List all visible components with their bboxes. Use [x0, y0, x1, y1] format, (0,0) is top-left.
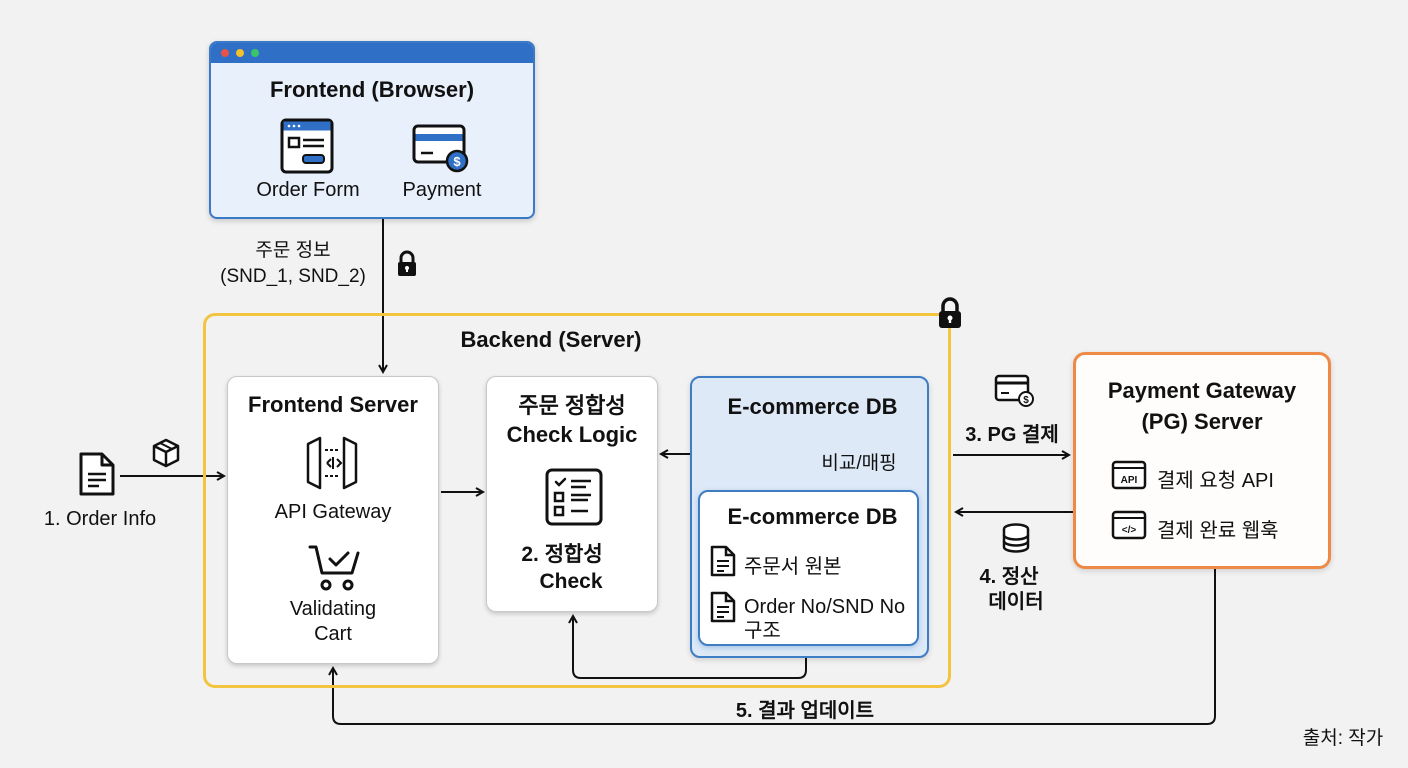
order-info-data-label: 주문 정보 (SND_1, SND_2)	[208, 238, 378, 290]
window-minimize-dot	[236, 49, 244, 57]
compare-mapping-label: 비교/매핑	[821, 453, 897, 474]
api-gateway-icon	[306, 436, 358, 490]
pg-server-title: Payment Gateway (PG) Server	[1076, 375, 1328, 437]
order-snd-structure-line1: Order No/SND No	[744, 596, 906, 618]
browser-title-bar	[211, 43, 533, 63]
svg-text:$: $	[453, 154, 461, 169]
settlement-data-label: 4. 정산 데이터	[964, 565, 1054, 615]
settlement-data-label-line2: 데이터	[988, 591, 1044, 613]
code-window-icon: </>	[1111, 510, 1147, 540]
order-info-label: 1. Order Info	[43, 508, 157, 530]
check-logic-title-line2: Check Logic	[506, 422, 638, 447]
validating-cart-label-line2: Cart	[314, 623, 352, 645]
frontend-browser-window: Frontend (Browser) $ Order Form Payment	[209, 41, 535, 219]
svg-text:API: API	[1121, 475, 1138, 486]
integrity-check-step-line1: 2. 정합성	[521, 543, 603, 566]
backend-lock-icon	[939, 297, 961, 328]
svg-text:</>: </>	[1122, 525, 1137, 536]
payment-complete-webhook-label: 결제 완료 웹훅	[1157, 520, 1279, 542]
check-logic-title-line1: 주문 정합성	[518, 393, 626, 418]
order-form-label: Order Form	[256, 179, 360, 201]
frontend-server-title: Frontend Server	[248, 392, 418, 417]
ecommerce-db-inner-title: E-commerce DB	[727, 504, 898, 529]
ecommerce-db-outer-title: E-commerce DB	[727, 394, 898, 419]
api-window-icon: API	[1111, 460, 1147, 490]
order-form-icon	[280, 118, 334, 174]
payment-card-icon: $	[994, 374, 1034, 407]
integrity-check-step-line2: Check	[539, 570, 603, 593]
window-close-dot	[221, 49, 229, 57]
result-update-label: 5. 결과 업데이트	[735, 700, 875, 722]
pg-payment-label: 3. PG 결제	[965, 424, 1059, 446]
validating-cart-icon	[308, 545, 360, 591]
settlement-data-label-line1: 4. 정산	[979, 566, 1039, 588]
ecommerce-db-inner: E-commerce DB 주문서 원본 Order No/SND No 구조	[698, 490, 919, 646]
check-logic-card: 주문 정합성 Check Logic 2. 정합성 Check	[486, 376, 658, 612]
order-snd-structure-label: Order No/SND No 구조	[744, 595, 905, 643]
svg-text:$: $	[1023, 395, 1029, 406]
pg-server-card: Payment Gateway (PG) Server API 결제 요청 AP…	[1073, 352, 1331, 569]
order-info-data-label-line2: (SND_1, SND_2)	[220, 266, 366, 287]
order-snd-structure-line2: 구조	[744, 620, 781, 642]
package-icon	[152, 438, 180, 468]
pg-server-title-line2: (PG) Server	[1141, 409, 1263, 434]
window-maximize-dot	[251, 49, 259, 57]
document-icon	[79, 452, 115, 496]
browser-title: Frontend (Browser)	[269, 77, 475, 102]
backend-server-container	[203, 313, 951, 688]
check-logic-title: 주문 정합성 Check Logic	[487, 391, 657, 449]
source-credit: 출처: 작가	[1302, 728, 1384, 749]
frontend-server-card: Frontend Server API Gateway Validating C…	[227, 376, 439, 664]
document-icon	[710, 545, 736, 577]
order-info-data-label-line1: 주문 정보	[255, 240, 331, 261]
payment-card-icon: $	[412, 124, 469, 173]
payment-label: Payment	[402, 179, 482, 201]
lock-icon	[398, 250, 416, 276]
integrity-check-step: 2. 정합성 Check	[487, 541, 637, 595]
order-original-label: 주문서 원본	[744, 556, 842, 578]
backend-title: Backend (Server)	[460, 327, 642, 352]
database-icon	[1002, 523, 1030, 553]
document-icon	[710, 591, 736, 623]
validating-cart-label: Validating Cart	[228, 597, 438, 647]
pg-server-title-line1: Payment Gateway	[1107, 378, 1297, 403]
checklist-icon	[545, 468, 603, 526]
api-gateway-label: API Gateway	[274, 501, 392, 523]
validating-cart-label-line1: Validating	[289, 598, 377, 620]
payment-request-api-label: 결제 요청 API	[1157, 470, 1274, 492]
